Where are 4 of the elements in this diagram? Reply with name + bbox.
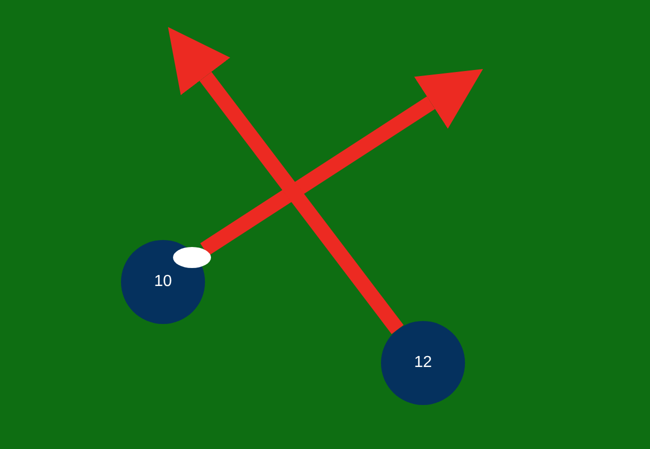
player-number: 12 bbox=[414, 355, 432, 371]
player-number: 10 bbox=[154, 274, 172, 290]
arrow bbox=[200, 69, 483, 256]
arrow bbox=[168, 27, 404, 334]
